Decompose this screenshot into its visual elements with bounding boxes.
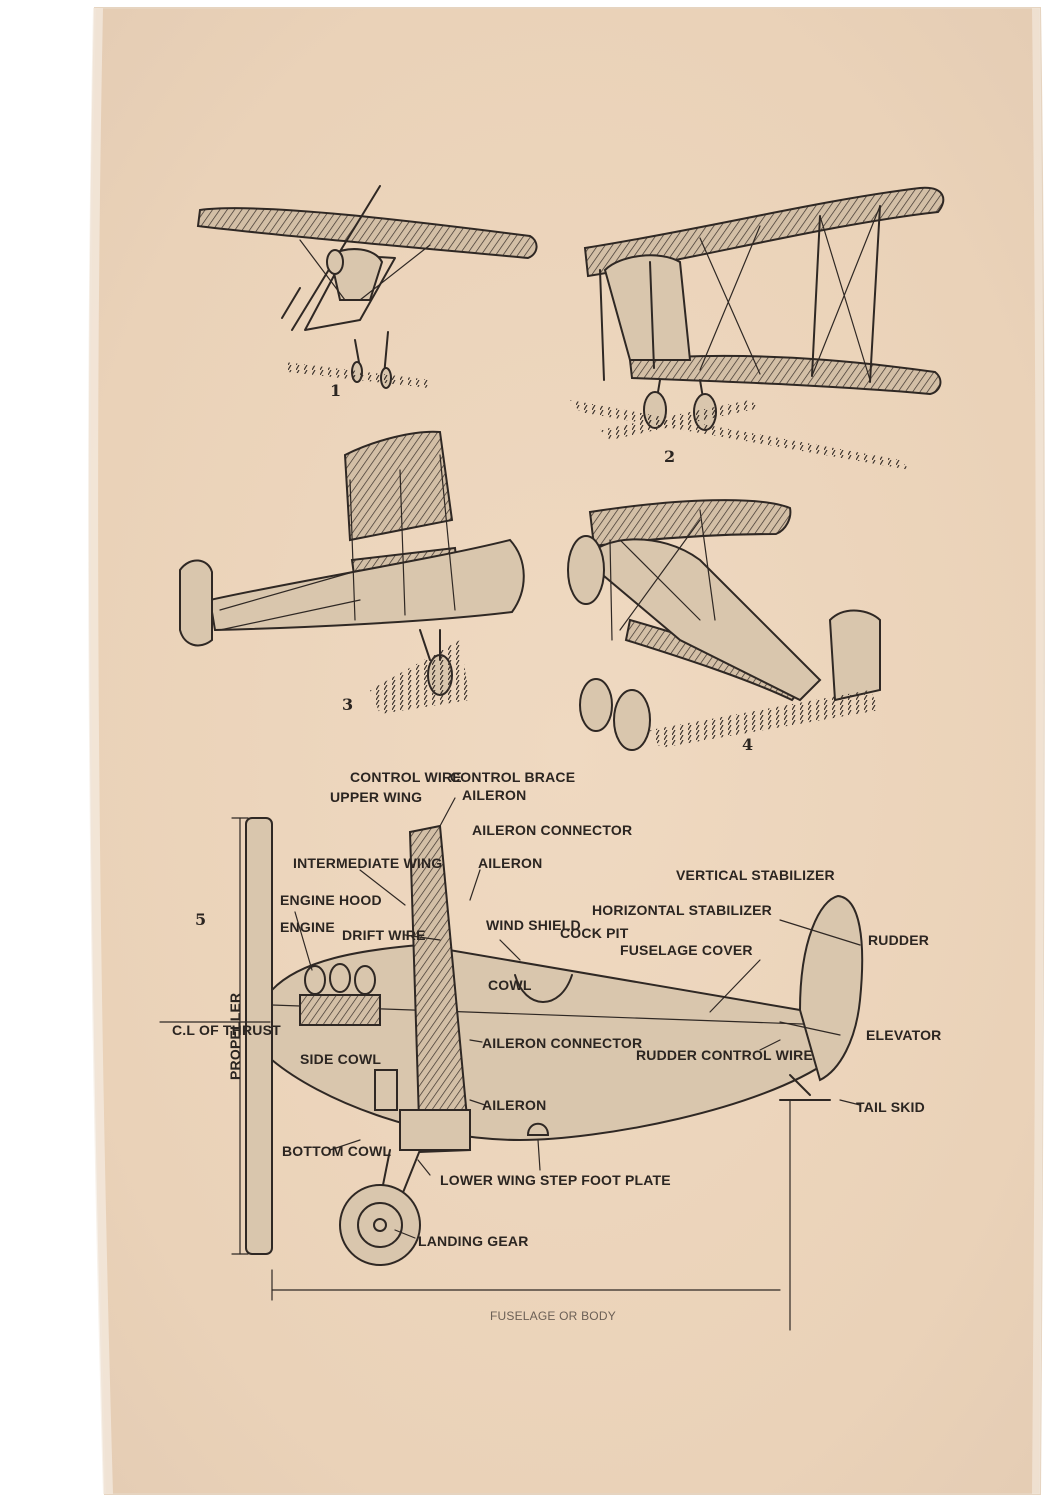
label-cock-pit: COCK PIT: [560, 925, 629, 941]
label-control-brace: CONTROL BRACE: [450, 769, 575, 785]
label-control-wire: CONTROL WIRE: [350, 769, 462, 785]
towel-hem-left: [88, 7, 113, 1495]
figure-number-1: 1: [330, 381, 341, 400]
label-rudder-control-wire: RUDDER CONTROL WIRE: [636, 1047, 813, 1063]
label-landing-gear: LANDING GEAR: [418, 1233, 529, 1249]
label-rudder: RUDDER: [868, 932, 929, 948]
label-upper-wing: UPPER WING: [330, 789, 422, 805]
label-cowl: COWL: [488, 977, 532, 993]
label-side-cowl: SIDE COWL: [300, 1051, 381, 1067]
figure-number-4: 4: [742, 735, 753, 754]
fuselage-outline: [271, 943, 841, 1142]
label-aileron-connector-bottom: AILERON CONNECTOR: [482, 1035, 642, 1051]
label-propeller: PROPELLER: [227, 993, 243, 1080]
label-lower-wing: LOWER WING: [440, 1172, 536, 1188]
diagram-5-labeled-biplane: 5: [159, 797, 864, 1331]
label-engine-hood: ENGINE HOOD: [280, 892, 382, 908]
label-aileron-connector-top: AILERON CONNECTOR: [472, 822, 632, 838]
figure-number-5: 5: [195, 910, 206, 929]
label-vertical-stabilizer: VERTICAL STABILIZER: [676, 867, 835, 883]
plane-2-biplane: 2: [570, 186, 945, 470]
label-cl-of-thrust: C.L OF THRUST: [172, 1022, 281, 1038]
label-intermediate-wing: INTERMEDIATE WING: [293, 855, 442, 871]
label-aileron-mid: AILERON: [478, 855, 542, 871]
label-bottom-cowl: BOTTOM COWL: [282, 1143, 392, 1159]
label-wind-shield: WIND SHIELD: [486, 917, 581, 933]
label-elevator: ELEVATOR: [866, 1027, 942, 1043]
diagram-labels: CONTROL WIRE CONTROL BRACE UPPER WING AI…: [172, 769, 942, 1323]
label-horizontal-stabilizer: HORIZONTAL STABILIZER: [592, 902, 772, 918]
label-tail-skid: TAIL SKID: [856, 1099, 925, 1115]
figure-number-2: 2: [664, 447, 675, 466]
figure-number-3: 3: [342, 695, 353, 714]
engine-cylinders: [299, 963, 381, 1026]
label-engine: ENGINE: [280, 919, 335, 935]
label-fuselage-or-body: FUSELAGE OR BODY: [490, 1309, 616, 1323]
label-drift-wire: DRIFT WIRE: [342, 927, 426, 943]
plane-3-biplane-side: 3: [179, 430, 525, 714]
label-step-foot-plate: STEP FOOT PLATE: [540, 1172, 671, 1188]
label-fuselage-cover: FUSELAGE COVER: [620, 942, 753, 958]
landing-gear-wheel: [339, 1184, 421, 1266]
label-aileron-bottom: AILERON: [482, 1097, 546, 1113]
plane-4-biplane-fighter: 4: [567, 499, 881, 754]
towel-hem-right: [1032, 7, 1044, 1495]
plane-1-monoplane: 1: [196, 185, 538, 400]
label-aileron-top: AILERON: [462, 787, 526, 803]
